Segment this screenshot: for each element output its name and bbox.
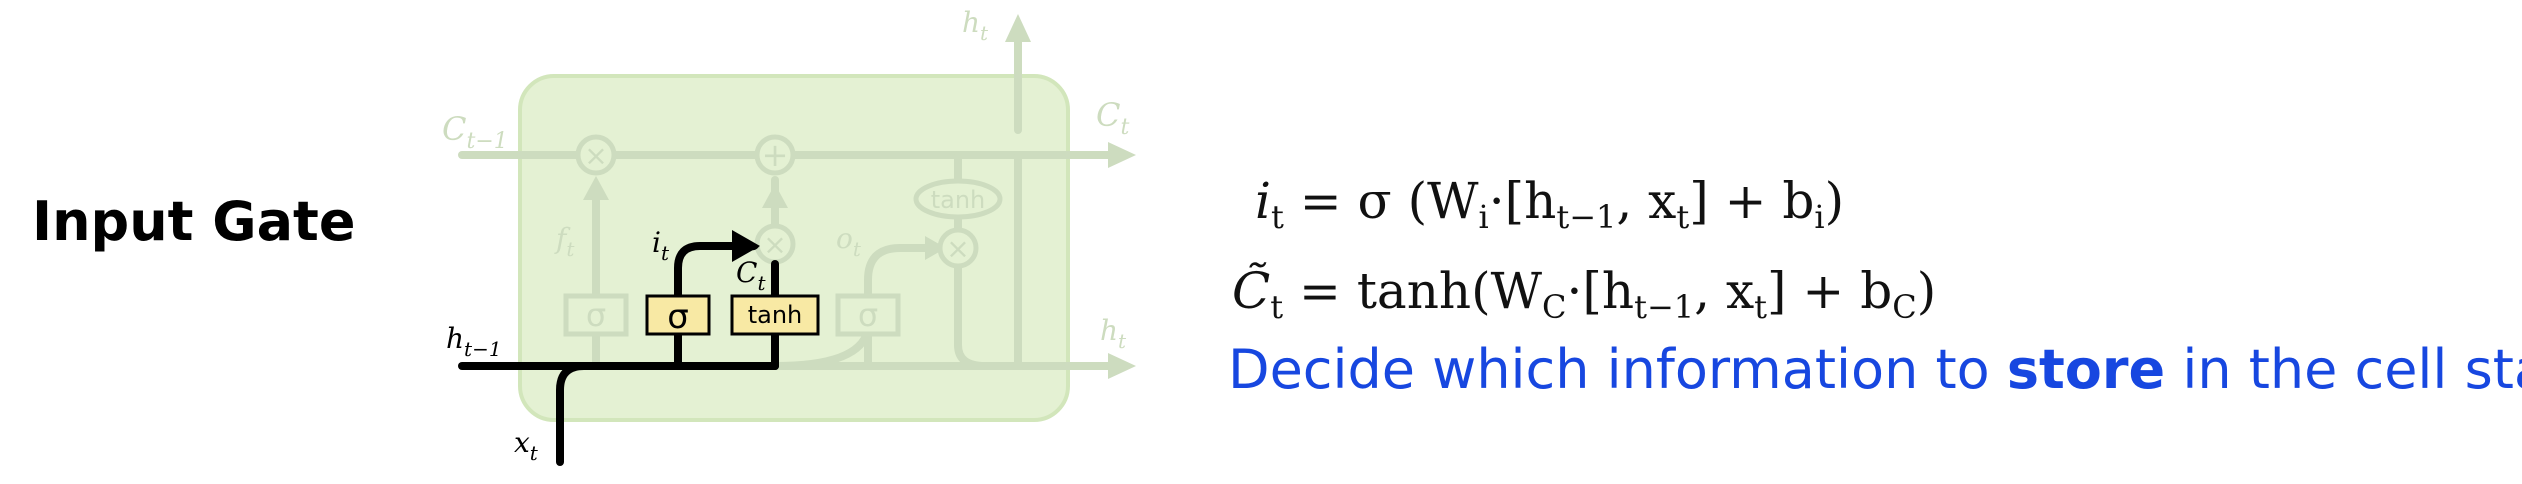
active-arrowhead [732,230,760,262]
forget-mult-symbol: × [584,139,607,172]
o-gate-label: ot [836,222,862,261]
description-caption: Decide which information to store in the… [1228,338,2522,401]
tanh-faded-op [913,178,1003,220]
output-sigma-text: σ [858,296,878,334]
gate-title: Input Gate [32,190,356,253]
active-connections [458,242,779,466]
add-op [754,134,796,176]
input-gate-equation: it = σ (Wi·[ht−1, xt] + bi) [1255,172,1845,236]
i-gate-label: it [652,226,670,265]
h-prev-label: ht−1 [446,322,502,361]
h-top-label: ht [962,6,989,45]
faded-boxes: σ σ [563,293,901,337]
output-mult-symbol: × [946,232,969,265]
c-next-label: Ct [1096,96,1129,140]
forget-mult-op [575,134,617,176]
forget-sigma-box [563,293,629,337]
faded-labels: Ct−1 Ct ht ht ft ot [442,6,1129,353]
faded-arrowheads [583,14,1136,379]
add-symbol: + [762,136,789,174]
output-mult-op [937,227,979,269]
forget-sigma-text: σ [586,296,606,334]
tanh-faded-text: tanh [931,186,986,214]
input-sigma-text: σ [667,297,689,337]
candidate-tanh-text: tanh [748,301,803,329]
c-tilde-label: Ct [736,256,766,295]
input-sigma-box [645,294,711,336]
c-prev-label: Ct−1 [442,110,508,154]
active-boxes: σ tanh [645,294,820,337]
output-sigma-box [835,293,901,337]
active-labels: ht−1 xt it Ct [446,226,766,465]
x-in-label: xt [514,426,539,465]
caption-keyword: store [2006,338,2166,401]
faded-ops: × + × × tanh [575,134,1003,269]
input-mult-symbol: × [763,228,786,261]
candidate-tanh-box [730,294,820,336]
c-tilde-accent [737,241,759,251]
h-out-label: ht [1100,314,1127,353]
candidate-equation: C̃t = tanh(WC·[ht−1, xt] + bC) [1232,262,1937,326]
